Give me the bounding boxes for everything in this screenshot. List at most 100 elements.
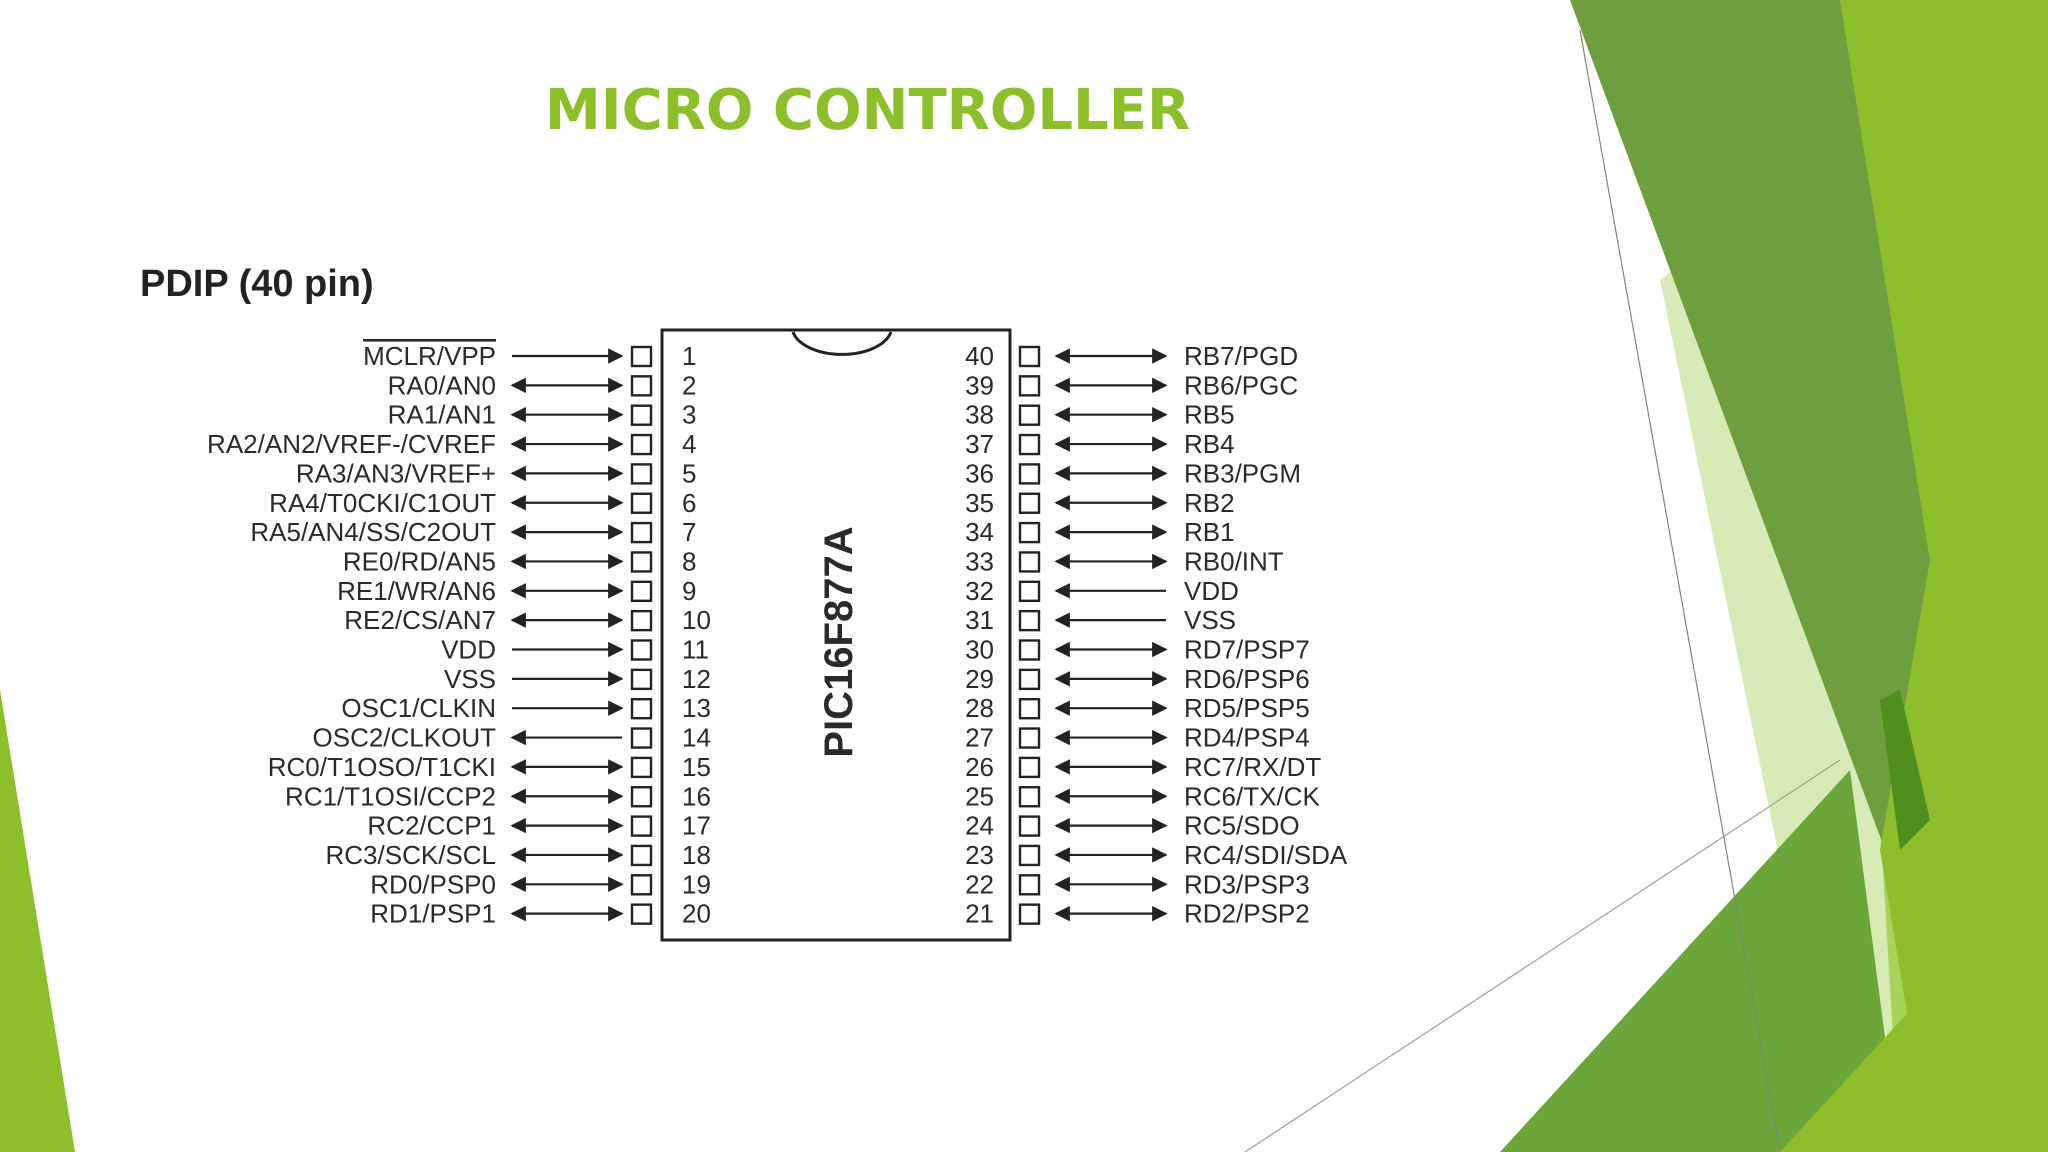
right-dark-band xyxy=(1570,0,1930,850)
pin-number: 39 xyxy=(965,370,994,400)
pin-label: RC4/SDI/SDA xyxy=(1184,840,1348,870)
pin-label: RE2/CS/AN7 xyxy=(344,605,496,635)
pin-label: RC0/T1OSO/T1CKI xyxy=(268,752,496,782)
pin-pad xyxy=(1018,492,1041,514)
pin-number: 21 xyxy=(965,899,994,929)
pin-label: RB2 xyxy=(1184,488,1235,518)
pin-pad xyxy=(1018,375,1041,397)
package-title: PDIP (40 pin) xyxy=(140,263,374,305)
pin-pad xyxy=(630,874,653,896)
pin-pad xyxy=(1018,463,1041,485)
pin-pad xyxy=(630,815,653,837)
pin-label: RD4/PSP4 xyxy=(1184,723,1310,753)
pin-pad xyxy=(1018,580,1041,602)
pin-label: RD0/PSP0 xyxy=(370,869,496,899)
pin-label: RD5/PSP5 xyxy=(1184,693,1310,723)
pin-number: 29 xyxy=(965,664,994,694)
pin-number: 11 xyxy=(682,635,709,665)
pin-label: VSS xyxy=(1184,605,1236,635)
pin-row: VDD 11 xyxy=(441,635,709,665)
pin-label: RA0/AN0 xyxy=(388,370,496,400)
pin-label: RA5/AN4/SS/C2OUT xyxy=(250,517,496,547)
pin-number: 2 xyxy=(682,370,696,400)
pin-row: 32 VDD xyxy=(965,576,1239,606)
pin-label: RD3/PSP3 xyxy=(1184,869,1310,899)
thin-line-2 xyxy=(1244,759,1841,1152)
pin-pad xyxy=(1018,551,1041,573)
left-accent-shape xyxy=(0,690,75,1152)
pin-label: RE1/WR/AN6 xyxy=(337,576,496,606)
pin-label: RB1 xyxy=(1184,517,1235,547)
pin-number: 1 xyxy=(682,341,696,371)
pin-number: 30 xyxy=(965,635,994,665)
pin-label: VDD xyxy=(441,635,496,665)
pin-number: 33 xyxy=(965,546,994,576)
pin-row: 34 RB1 xyxy=(965,517,1235,547)
pin-number: 3 xyxy=(682,400,696,430)
pin-label: RB7/PGD xyxy=(1184,341,1298,371)
thin-line-1 xyxy=(1579,29,1781,1152)
pin-label: VSS xyxy=(444,664,496,694)
pin-label: RD7/PSP7 xyxy=(1184,635,1310,665)
pin-number: 18 xyxy=(682,840,711,870)
pin-pad xyxy=(1018,433,1041,456)
pin-label: RC6/TX/CK xyxy=(1184,781,1320,811)
pin-label: RB5 xyxy=(1184,400,1235,430)
pin-number: 32 xyxy=(965,576,994,606)
pin-number: 6 xyxy=(682,488,696,518)
pin-pad xyxy=(1018,756,1041,779)
chip-name: PIC16F877A xyxy=(817,526,861,757)
pin-pad xyxy=(630,639,653,661)
pin-pad xyxy=(1018,404,1041,426)
pin-number: 13 xyxy=(682,693,711,723)
pin-label: RD1/PSP1 xyxy=(370,899,496,929)
pin-pad xyxy=(1018,786,1041,808)
pin-number: 9 xyxy=(682,576,696,606)
pin-row: RA0/AN0 2 xyxy=(388,370,697,400)
pin-row: RA5/AN4/SS/C2OUT 7 xyxy=(250,517,696,547)
pin-pad xyxy=(1018,844,1041,867)
pin-row: RC1/T1OSI/CCP2 16 xyxy=(285,781,711,811)
pin-row: RD0/PSP0 19 xyxy=(370,869,711,899)
pin-pad xyxy=(1018,903,1041,925)
pin-pad xyxy=(630,580,653,602)
pin-label: RC1/T1OSI/CCP2 xyxy=(285,781,496,811)
pin-pad xyxy=(1018,668,1041,691)
pin-pad xyxy=(630,786,653,808)
pin-number: 16 xyxy=(682,781,711,811)
pin-pad xyxy=(1018,345,1041,368)
pin-row: 30 RD7/PSP7 xyxy=(965,635,1310,665)
pin-number: 40 xyxy=(965,341,994,371)
pin-pad xyxy=(630,727,653,749)
pin-number: 34 xyxy=(965,517,994,547)
pin-pad xyxy=(630,375,653,397)
pin-pad xyxy=(630,609,653,632)
pin-number: 35 xyxy=(965,488,994,518)
pin-number: 20 xyxy=(682,899,711,929)
pin-label: RE0/RD/AN5 xyxy=(343,546,496,576)
pin-label: VDD xyxy=(1184,576,1239,606)
pin-number: 7 xyxy=(682,517,696,547)
pin-label: RA1/AN1 xyxy=(388,400,496,430)
pin-number: 19 xyxy=(682,869,711,899)
pin-pad xyxy=(1018,609,1041,632)
